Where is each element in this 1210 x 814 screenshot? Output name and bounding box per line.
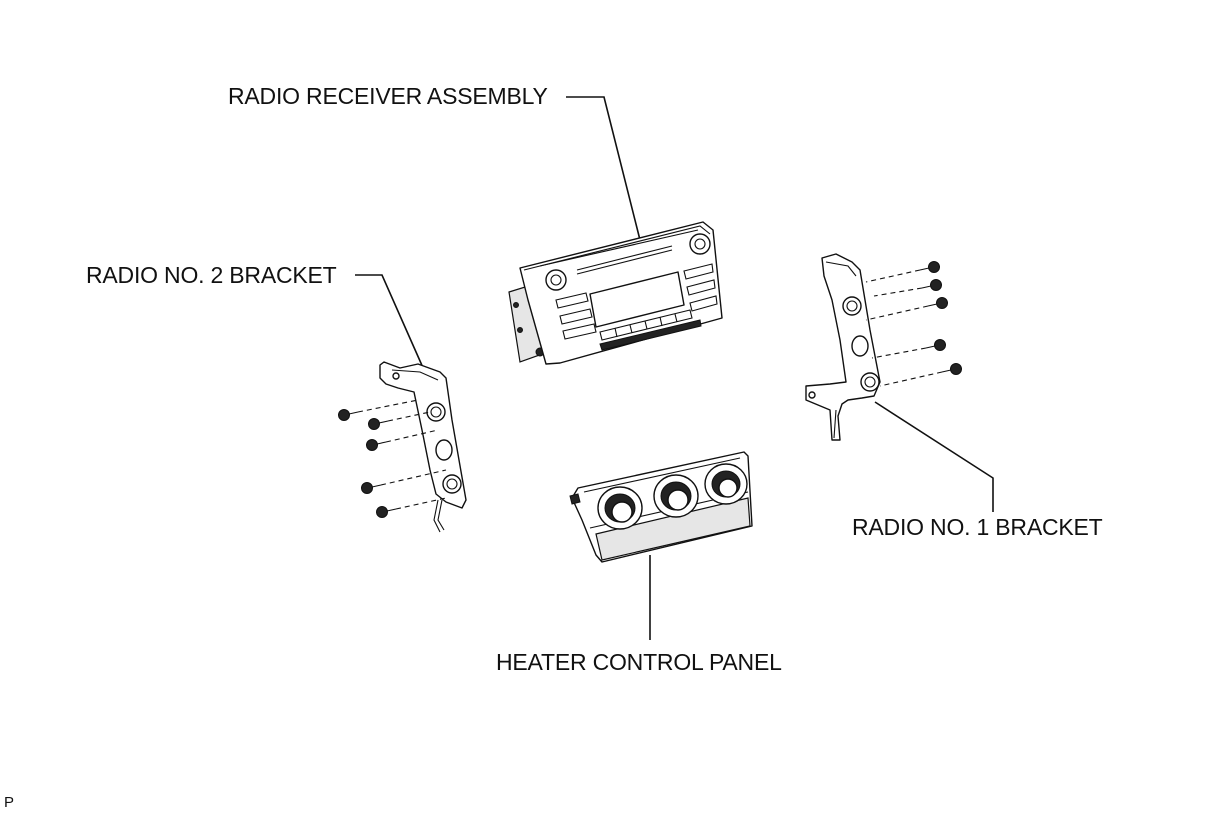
leader-lines (355, 96, 994, 640)
label-heater-control-panel: HEATER CONTROL PANEL (496, 649, 782, 675)
bracket-1-leader (874, 401, 994, 512)
radio-display (589, 271, 685, 328)
bracket-2-screws (338, 409, 397, 518)
radio-no-1-bracket (805, 253, 962, 441)
bracket-2-leader (355, 274, 425, 371)
corner-code: P (4, 794, 15, 811)
heater-control-panel (569, 451, 753, 563)
label-radio-no-2-bracket: RADIO NO. 2 BRACKET (86, 262, 337, 288)
bracket-1-body (805, 253, 881, 441)
bracket-2-hole-2 (435, 439, 453, 461)
label-radio-no-1-bracket: RADIO NO. 1 BRACKET (852, 514, 1103, 540)
radio-receiver-leader (566, 96, 641, 241)
heater-dial-center (653, 474, 699, 518)
bracket-2-screw-paths (357, 399, 447, 510)
heater-dial-left (597, 486, 643, 530)
bracket-2-hole-1 (426, 402, 446, 422)
bracket-1-hole-3 (860, 372, 880, 392)
right-knob (689, 233, 711, 255)
cd-slot (576, 245, 673, 271)
radio-no-2-bracket (338, 361, 467, 533)
bracket-1-hole-1 (842, 296, 862, 316)
bracket-1-screw-paths (865, 269, 943, 387)
bracket-2-body (379, 361, 467, 509)
bracket-2-hole-3 (442, 474, 462, 494)
radio-receiver-assembly (508, 221, 723, 365)
label-radio-receiver-assembly: RADIO RECEIVER ASSEMBLY (228, 83, 548, 109)
heater-dial-right (704, 463, 748, 505)
bracket-1-screws (919, 261, 962, 375)
bracket-1-hole-2 (851, 335, 869, 357)
left-knob (545, 269, 567, 291)
